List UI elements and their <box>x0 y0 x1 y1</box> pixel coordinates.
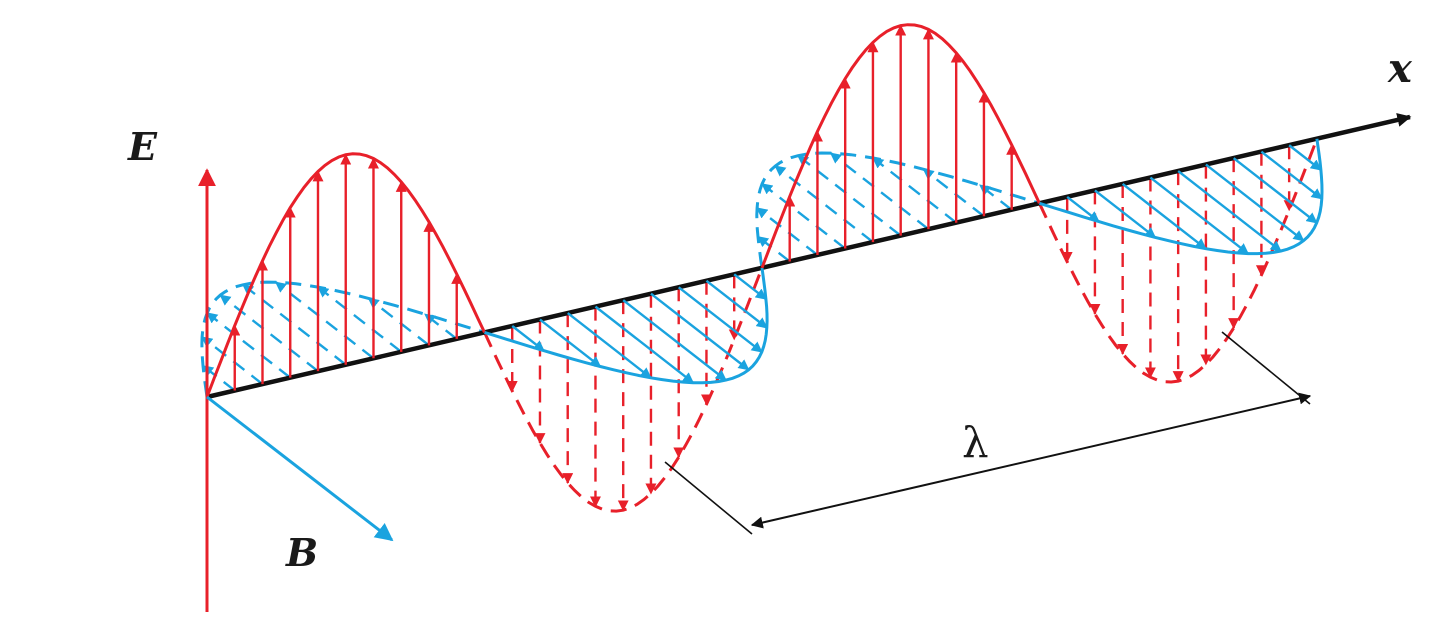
b-field-vector <box>1149 176 1249 255</box>
b-field-vector <box>206 312 291 379</box>
b-field-curve <box>755 151 1040 269</box>
b-field-vector <box>274 281 375 360</box>
b-field-curve <box>484 267 769 385</box>
wavelength-extension-right <box>1221 331 1311 405</box>
wavelength-extension-left <box>664 461 753 535</box>
b-field-curve <box>200 280 485 398</box>
b-field-vector <box>733 273 767 301</box>
b-field-vector <box>566 312 652 379</box>
e-field-curve <box>483 267 764 513</box>
b-field-vector <box>774 165 874 244</box>
b-field-vector <box>757 235 791 263</box>
b-field-vector <box>650 292 750 371</box>
x-axis-label: x <box>1387 45 1413 92</box>
b-field-vector <box>705 279 768 329</box>
b-field-vector <box>1288 144 1322 171</box>
b-field-vector <box>677 286 763 353</box>
b-field-vector <box>1066 195 1100 223</box>
b-field-curve <box>1038 138 1324 256</box>
e-field-curve <box>760 23 1041 269</box>
b-axis-label: B <box>285 530 318 575</box>
b-field-vector <box>922 168 985 218</box>
b-field-vector <box>829 152 930 231</box>
b-field-vector <box>756 207 819 256</box>
b-field-vector <box>511 325 545 352</box>
b-field-vector <box>424 313 458 340</box>
wavelength-marker <box>664 331 1312 535</box>
b-field-vector <box>201 336 264 386</box>
back-field-vectors <box>200 138 1319 513</box>
front-field-vectors <box>205 23 1324 398</box>
wavelength-dimension-line <box>750 392 1312 529</box>
e-field-curve <box>205 152 486 398</box>
b-field-vector <box>539 318 602 368</box>
b-field-vector <box>761 182 846 250</box>
wavelength-label: λ <box>962 418 989 467</box>
e-field-curve <box>1038 138 1319 384</box>
b-field-axis <box>206 395 394 542</box>
b-field-vector <box>219 294 319 373</box>
b-field-vector <box>1205 163 1305 242</box>
b-field-vector <box>367 297 430 347</box>
b-field-vector <box>1260 150 1323 200</box>
b-field-vector <box>594 305 695 384</box>
b-field-vector <box>1121 183 1207 250</box>
b-field-vector <box>1232 157 1318 224</box>
x-axis <box>206 113 1412 400</box>
b-field-vector <box>622 299 727 382</box>
b-field-vector <box>1177 170 1282 252</box>
b-field-vector <box>979 184 1013 211</box>
b-field-vector <box>872 157 957 224</box>
e-axis-label: E <box>127 124 158 169</box>
b-field-vector <box>1094 189 1157 239</box>
b-field-vector <box>317 286 402 353</box>
